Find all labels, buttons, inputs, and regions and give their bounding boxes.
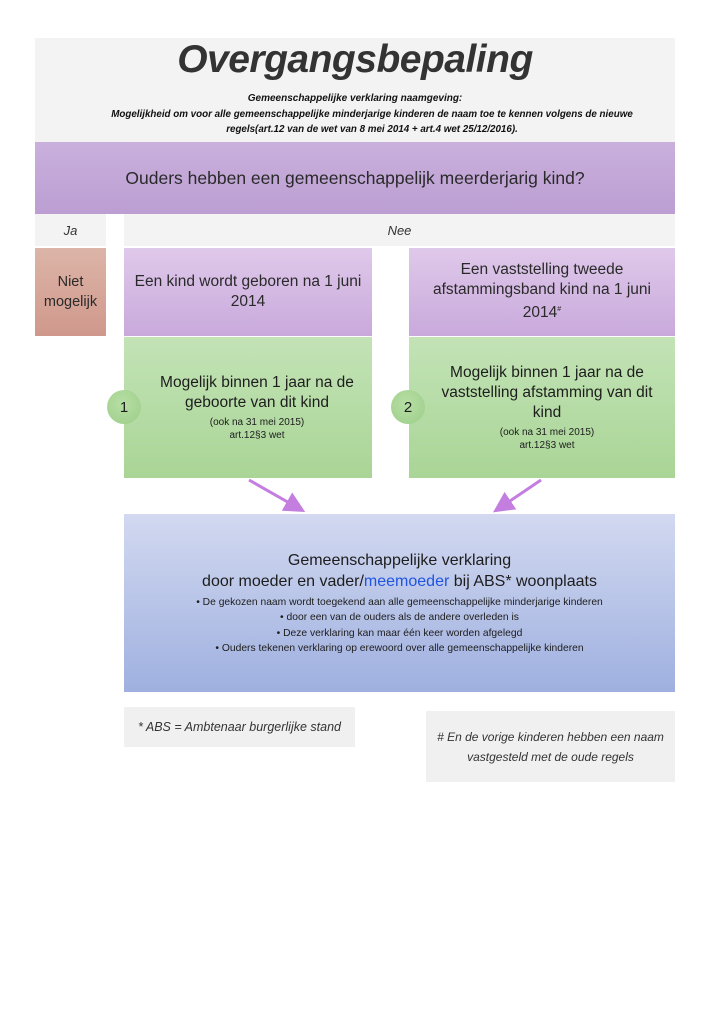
footnote-abs-text: * ABS = Ambtenaar burgerlijke stand: [137, 720, 341, 734]
header-description-line: Mogelijkheid om voor alle gemeenschappel…: [111, 109, 633, 120]
option-filiation-year: 2014: [522, 304, 558, 322]
header-description: Mogelijkheid om voor alle gemeenschappel…: [79, 107, 665, 137]
page-title: Overgangsbepaling: [177, 38, 533, 81]
footnote-hash-line: # En de vorige kinderen hebben een naam: [437, 729, 664, 744]
option-filiation-box: Een vaststelling tweede afstammingsband …: [409, 248, 675, 336]
possible-birth-line: geboorte van dit kind: [185, 394, 329, 411]
title-part: bij ABS* woonplaats: [449, 572, 597, 590]
possible-filiation-line: Mogelijk binnen 1 jaar na de: [450, 364, 644, 381]
answer-no-label: Nee: [387, 222, 412, 238]
question-text: Ouders hebben een gemeenschappelijk meer…: [125, 167, 585, 188]
option-birth-line: Een kind wordt geboren na 1 juni: [134, 273, 362, 290]
bullet-item: • Deze verklaring kan maar één keer word…: [276, 627, 523, 639]
header-description-line: regels(art.12 van de wet van 8 mei 2014 …: [226, 124, 518, 135]
hash-mark: #: [557, 306, 562, 314]
header-subtitle: Gemeenschappelijke verklaring naamgeving…: [247, 93, 463, 104]
arrow-right: [493, 478, 542, 513]
joint-declaration-title: Gemeenschappelijke verklaring door moede…: [202, 550, 597, 592]
option-filiation-line: 2014#: [523, 300, 561, 323]
possible-filiation-box: Mogelijk binnen 1 jaar na de vaststellin…: [409, 337, 675, 478]
possible-filiation-main: Mogelijk binnen 1 jaar na de vaststellin…: [441, 363, 652, 423]
option-filiation-line: afstammingsband kind na 1 juni: [433, 281, 651, 299]
possible-filiation-line: vaststelling afstamming van dit: [441, 384, 653, 401]
possible-filiation-line: kind: [532, 404, 562, 421]
footnote-abs: * ABS = Ambtenaar burgerlijke stand: [124, 707, 355, 747]
joint-declaration-title-line: door moeder en vader/meemoeder bij ABS* …: [202, 571, 597, 592]
possible-birth-note-line: art.12§3 wet: [229, 430, 285, 441]
joint-declaration-box: Gemeenschappelijke verklaring door moede…: [124, 514, 675, 692]
possible-birth-note-line: (ook na 31 mei 2015): [209, 417, 305, 428]
not-possible-line: mogelijk: [43, 294, 98, 310]
header-panel: Overgangsbepaling Gemeenschappelijke ver…: [35, 38, 675, 142]
footnote-hash: # En de vorige kinderen hebben een naam …: [426, 711, 675, 782]
possible-birth-main: Mogelijk binnen 1 jaar na de geboorte va…: [160, 373, 354, 413]
answer-yes-label: Ja: [63, 222, 78, 238]
option-birth-line: 2014: [230, 293, 266, 310]
step-number-label: 1: [119, 398, 129, 416]
not-possible-line: Niet: [57, 274, 84, 290]
bullet-item: • Ouders tekenen verklaring op erewoord …: [215, 643, 584, 654]
title-part: door moeder en vader/: [202, 572, 364, 590]
question-box: Ouders hebben een gemeenschappelijk meer…: [35, 142, 675, 214]
option-birth-box: Een kind wordt geboren na 1 juni 2014: [124, 248, 372, 336]
answer-no: Nee: [124, 214, 675, 246]
answer-yes: Ja: [35, 214, 106, 246]
bullet-item: • De gekozen naam wordt toegekend aan al…: [196, 596, 603, 608]
step-number-label: 2: [403, 398, 413, 416]
step-number-1: 1: [107, 390, 141, 424]
footnote-hash-line: vastgesteld met de oude regels: [467, 749, 634, 764]
arrow-left: [248, 478, 306, 512]
possible-filiation-note: (ook na 31 mei 2015) art.12§3 wet: [500, 426, 595, 452]
co-mother-highlight: meemoeder: [363, 572, 450, 590]
possible-filiation-note-line: (ook na 31 mei 2015): [499, 427, 595, 438]
possible-birth-line: Mogelijk binnen 1 jaar na de: [160, 374, 354, 391]
bullet-item: • door een van de ouders als de andere o…: [280, 612, 519, 623]
joint-declaration-bullets: • De gekozen naam wordt toegekend aan al…: [196, 595, 603, 657]
possible-birth-box: Mogelijk binnen 1 jaar na de geboorte va…: [124, 337, 372, 478]
joint-declaration-title-line: Gemeenschappelijke verklaring: [287, 551, 512, 569]
step-number-2: 2: [391, 390, 425, 424]
option-filiation-line: Een vaststelling tweede: [460, 261, 624, 279]
possible-birth-note: (ook na 31 mei 2015) art.12§3 wet: [210, 416, 305, 442]
possible-filiation-note-line: art.12§3 wet: [519, 440, 575, 451]
not-possible-box: Niet mogelijk: [35, 248, 106, 336]
